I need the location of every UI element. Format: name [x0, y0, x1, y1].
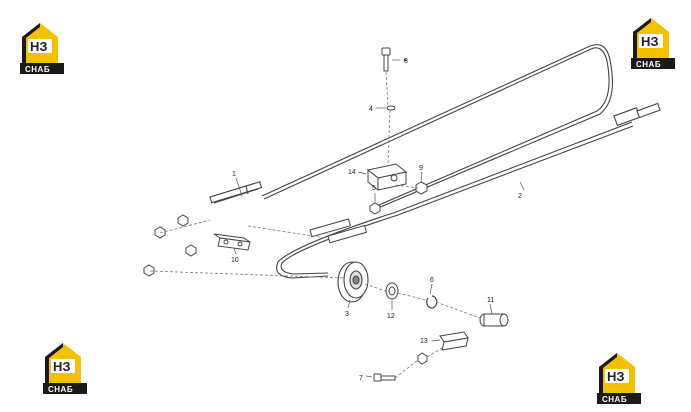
washer-12 — [385, 282, 399, 300]
callout-6: 6 — [430, 277, 434, 284]
callout-8: 8 — [404, 58, 408, 65]
callout-4: 4 — [369, 106, 373, 113]
logo-text-bottom: СНАБ — [602, 395, 627, 404]
callout-dots — [403, 58, 407, 62]
clamp-block-14 — [366, 163, 408, 192]
logo-text-bottom: СНАБ — [48, 385, 73, 394]
bracket-nuts — [143, 244, 197, 277]
callout-3: 3 — [345, 311, 349, 318]
callout-7: 7 — [359, 375, 363, 382]
logo-text-bottom: СНАБ — [25, 65, 50, 74]
nut-5 — [369, 202, 381, 215]
callout-5: 5 — [372, 185, 376, 192]
callout-2: 2 — [518, 193, 522, 200]
callout-10: 10 — [231, 257, 239, 264]
callout-1: 1 — [232, 171, 236, 178]
logo-text-bottom: СНАБ — [636, 60, 661, 69]
callout-11: 11 — [487, 297, 494, 304]
callout-labels: 1 2 3 4 5 6 7 8 9 10 11 12 13 14 — [231, 58, 522, 382]
plate-13 — [439, 331, 469, 351]
cable-end-nuts — [154, 214, 189, 239]
callout-leaders — [233, 59, 525, 378]
callout-9: 9 — [419, 165, 423, 172]
logo-text-top: НЗ — [53, 359, 71, 374]
cable-2 — [276, 102, 661, 279]
washer-4 — [386, 105, 396, 111]
logo-text-top: НЗ — [607, 369, 625, 384]
pulley-3 — [337, 261, 369, 303]
logo-top-right: НЗ СНАБ — [631, 18, 675, 69]
bolt-7 — [373, 373, 396, 382]
assembly-leader-lines — [149, 71, 481, 379]
logo-top-left: НЗ СНАБ — [20, 23, 64, 74]
logo-text-top: НЗ — [30, 39, 48, 54]
nut-13 — [417, 352, 428, 365]
logo-bottom-right: НЗ СНАБ — [597, 353, 641, 404]
callout-14: 14 — [348, 169, 356, 176]
logo-bottom-left: НЗ СНАБ — [43, 343, 87, 394]
cable-1 — [209, 44, 613, 209]
circlip-6 — [426, 295, 438, 309]
bolt-8 — [381, 47, 391, 72]
logo-text-top: НЗ — [641, 34, 659, 49]
callout-12: 12 — [387, 313, 395, 320]
pin-11 — [479, 313, 509, 327]
callout-13: 13 — [420, 338, 428, 345]
cable-connectors — [309, 218, 368, 244]
bracket-10 — [213, 233, 251, 251]
